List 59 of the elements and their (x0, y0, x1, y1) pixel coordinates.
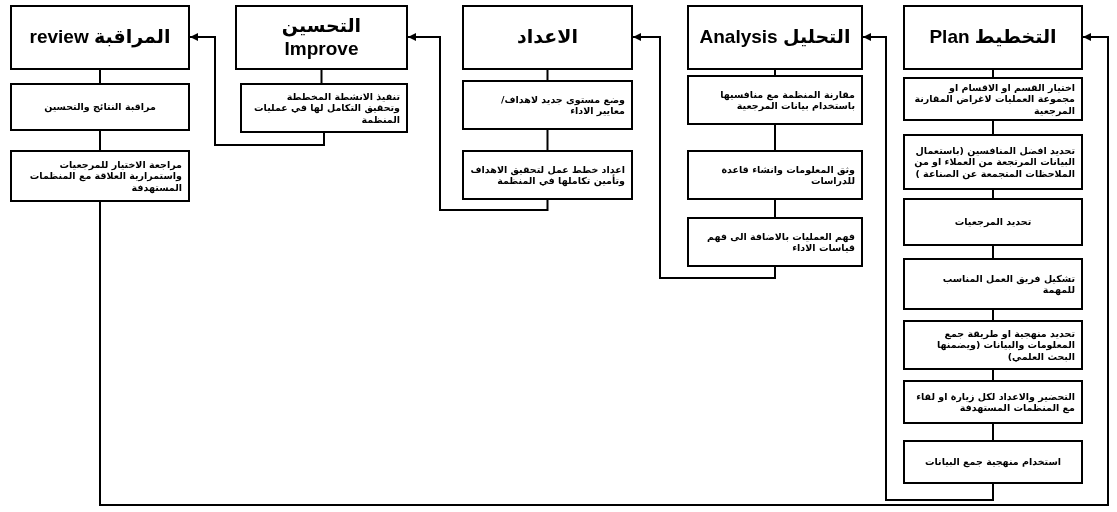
step-box (10, 150, 190, 202)
connector-line (320, 69, 323, 84)
connector-line (992, 120, 994, 135)
step-box (240, 83, 408, 133)
step-text: تحديد المرجعيات (954, 216, 1032, 228)
step-text: مراقبة النتائج والتحسين (44, 101, 156, 113)
phase-box (235, 5, 408, 70)
step-text: استخدام منهجية جمع البيانات (925, 456, 1061, 468)
step-box (903, 320, 1083, 370)
step-box (903, 198, 1083, 246)
step-box (903, 134, 1083, 190)
connector-line (99, 69, 101, 84)
step-box (687, 75, 863, 125)
step-text: وثق المعلومات وانشاء قاعدة للدراسات (720, 163, 855, 187)
step-text: تشكيل فريق العمل المناسب للمهمة (941, 272, 1075, 296)
connector-line (99, 130, 101, 151)
step-text: وضع مستوى جديد لاهداف/ معايير الاداء (500, 93, 625, 117)
phase-title: الاعداد (517, 26, 578, 49)
phase-title: التحليل Analysis (699, 26, 851, 49)
step-text: تحديد منهجية او طريقة جمع المعلومات والبيانات (ويضمنها البحث العلمي) (936, 327, 1075, 363)
step-box (462, 150, 633, 200)
connector-line (992, 189, 994, 199)
connector-line (546, 129, 549, 151)
step-text: مقارنة المنظمة مع منافسيها باستخدام بيانات المرجعية (719, 88, 855, 112)
connector-line (992, 423, 994, 441)
phase-box (687, 5, 863, 70)
step-box (903, 77, 1083, 121)
arrow (189, 33, 325, 146)
arrow (862, 33, 994, 501)
connector-line (992, 245, 994, 259)
step-text: مراجعة الاختيار للمرجعيات واستمرارية العلاقة مع المنظمات المستهدفة (28, 158, 182, 194)
step-text: تنفيذ الانشطة المخططة وتحقيق التكامل لها في عمليات المنظمة (253, 90, 400, 126)
connector-line (992, 69, 994, 78)
phase-box (10, 5, 190, 70)
step-text: التحضير والاعداد لكل زيارة او لقاء مع المنظمات المستهدفة (915, 390, 1075, 414)
step-box (687, 217, 863, 267)
phase-box (462, 5, 633, 70)
connector-line (992, 369, 994, 381)
arrow (407, 33, 549, 211)
arrow (632, 33, 776, 279)
connector-line (774, 69, 776, 76)
step-box (903, 258, 1083, 310)
phase-title: التحسين Improve (280, 14, 363, 61)
step-box (903, 380, 1083, 424)
connector-line (546, 69, 549, 81)
step-text: فهم العمليات بالاضافة الى فهم قياسات الاداء (706, 230, 855, 254)
step-box (903, 440, 1083, 484)
step-box (687, 150, 863, 200)
phase-title: التخطيط Plan (929, 26, 1057, 49)
connector-line (774, 199, 776, 218)
connector-line (992, 309, 994, 321)
step-text: اعداد خطط عمل لتحقيق الاهداف وتأمين تكاملها في المنظمة (470, 163, 625, 187)
step-box (462, 80, 633, 130)
phase-title: المراقبة review (29, 26, 171, 49)
connector-line (774, 124, 776, 151)
step-text: اختيار القسم او الاقسام او مجموعة العمليات لاغراض المقارنة المرجعية (913, 81, 1075, 117)
phase-box (903, 5, 1083, 70)
step-text: تحديد افضل المنافسين (باستعمال البيانات المرتجعة من العملاء او من الملاحظات المتجمعة عن الصناعة ) (913, 144, 1075, 180)
step-box (10, 83, 190, 131)
